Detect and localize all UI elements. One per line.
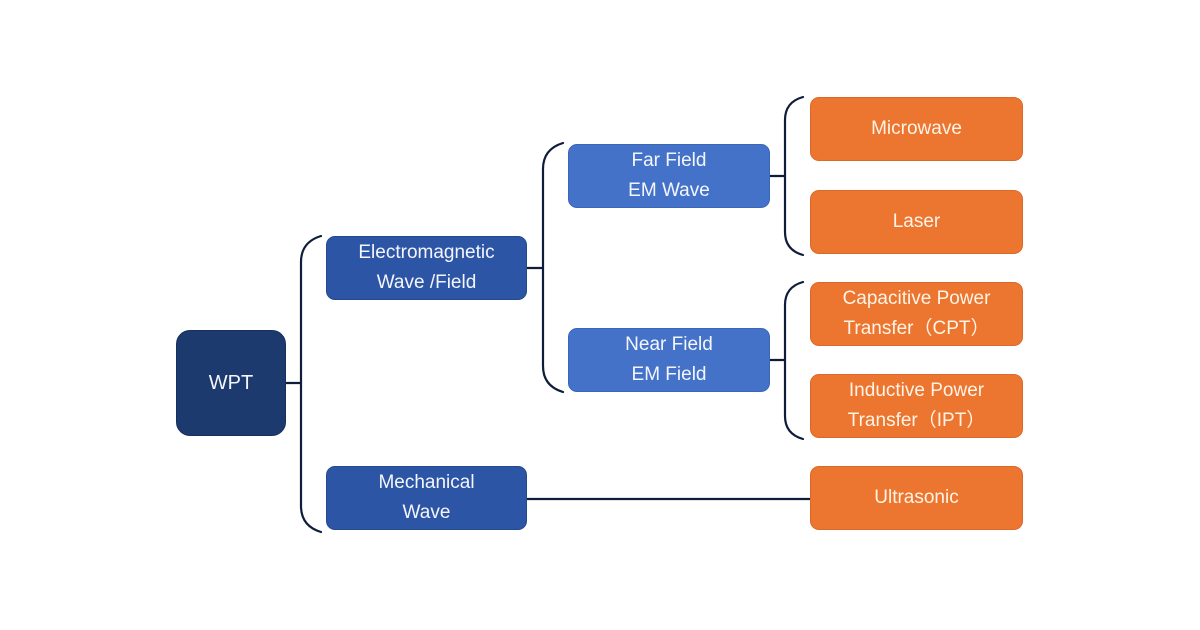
node-ipt-label: Inductive Power Transfer（IPT） <box>847 380 986 431</box>
node-microwave-label: Microwave <box>871 118 962 139</box>
node-wpt: WPT <box>176 330 286 436</box>
node-ultrasonic-label: Ultrasonic <box>874 487 959 508</box>
bracket-level1 <box>299 234 323 534</box>
node-microwave: Microwave <box>810 97 1023 161</box>
node-laser: Laser <box>810 190 1023 254</box>
node-wpt-label: WPT <box>208 372 254 394</box>
node-electromagnetic-wave-field: Electromagnetic Wave /Field <box>326 236 527 300</box>
node-inductive-power-transfer: Inductive Power Transfer（IPT） <box>810 374 1023 438</box>
node-near-field-em-field: Near Field EM Field <box>568 328 770 392</box>
bracket-em <box>541 141 565 394</box>
node-laser-label: Laser <box>892 211 941 232</box>
node-mechanical-label: Mechanical Wave <box>378 472 475 523</box>
node-far-field-em-wave: Far Field EM Wave <box>568 144 770 208</box>
node-far-field-label: Far Field EM Wave <box>628 150 710 201</box>
node-capacitive-power-transfer: Capacitive Power Transfer（CPT） <box>810 282 1023 346</box>
bracket-near <box>783 280 805 441</box>
node-electromagnetic-label: Electromagnetic Wave /Field <box>358 242 495 293</box>
node-near-field-label: Near Field EM Field <box>625 334 713 385</box>
node-cpt-label: Capacitive Power Transfer（CPT） <box>842 288 991 339</box>
node-ultrasonic: Ultrasonic <box>810 466 1023 530</box>
node-mechanical-wave: Mechanical Wave <box>326 466 527 530</box>
bracket-far <box>783 95 805 257</box>
